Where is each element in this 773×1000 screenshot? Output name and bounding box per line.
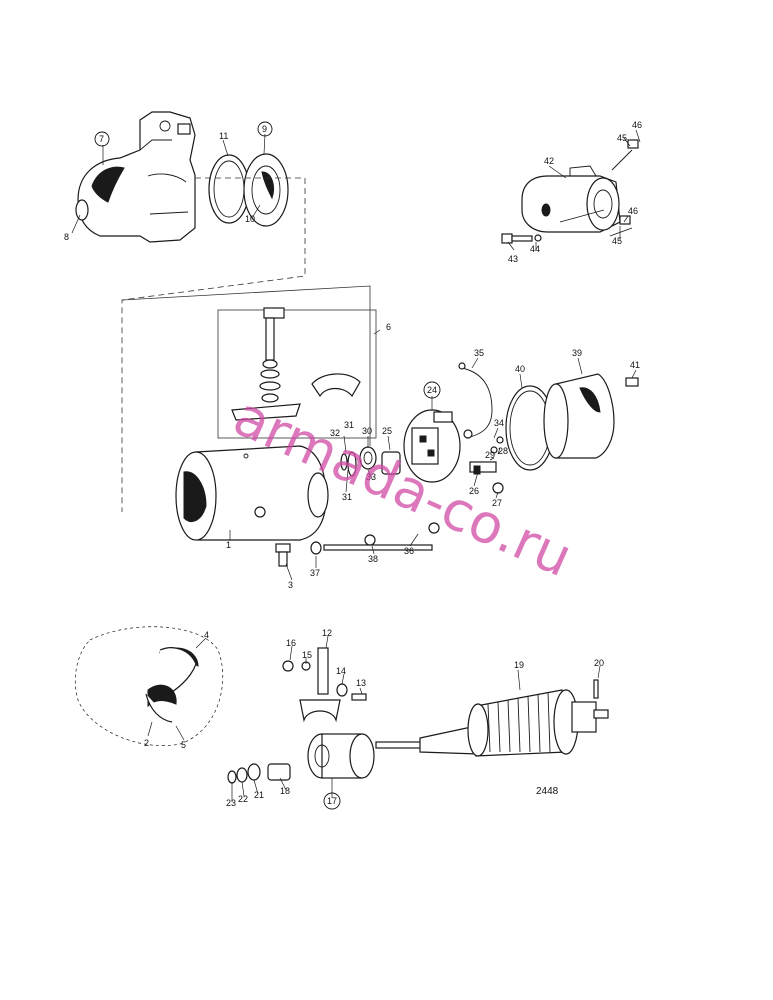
commutator-end-bushings bbox=[340, 446, 401, 477]
label-10: 10 bbox=[245, 214, 255, 224]
label-27: 27 bbox=[492, 498, 502, 508]
label-43: 43 bbox=[508, 254, 518, 264]
label-32: 32 bbox=[330, 428, 340, 438]
label-40: 40 bbox=[515, 364, 525, 374]
part-labels: 7 8 11 9 10 6 42 46 45 46 45 43 44 35 40… bbox=[64, 120, 642, 810]
gasket bbox=[208, 154, 250, 224]
label-11: 11 bbox=[219, 131, 228, 141]
solenoid-bolt bbox=[501, 233, 542, 244]
label-44: 44 bbox=[530, 244, 540, 254]
label-7: 7 bbox=[99, 134, 104, 144]
label-2: 2 bbox=[144, 738, 149, 748]
label-19: 19 bbox=[514, 660, 524, 670]
through-bolt bbox=[310, 522, 440, 555]
label-24-circle bbox=[423, 381, 441, 399]
label-16: 16 bbox=[286, 638, 296, 648]
label-28: 28 bbox=[498, 446, 508, 456]
label-14: 14 bbox=[336, 666, 346, 676]
armature bbox=[375, 689, 609, 757]
label-13: 13 bbox=[356, 678, 366, 688]
label-41: 41 bbox=[630, 360, 640, 370]
pole-screw bbox=[275, 543, 291, 567]
label-22: 22 bbox=[238, 794, 248, 804]
label-31-top: 31 bbox=[344, 420, 354, 430]
label-9: 9 bbox=[262, 124, 267, 134]
label-4: 4 bbox=[204, 630, 209, 640]
solenoid-assembly bbox=[521, 139, 639, 237]
brush-cable bbox=[461, 367, 493, 439]
label-34: 34 bbox=[494, 418, 504, 428]
label-12: 12 bbox=[322, 628, 332, 638]
field-frame bbox=[175, 445, 329, 541]
label-24: 24 bbox=[427, 385, 437, 395]
drawing-number: 2448 bbox=[536, 786, 559, 797]
label-46-bottom: 46 bbox=[628, 206, 638, 216]
label-5: 5 bbox=[181, 740, 186, 750]
label-17-circle bbox=[323, 792, 341, 810]
brush-holder-plate bbox=[403, 409, 461, 483]
label-33: 33 bbox=[366, 472, 376, 482]
label-39: 39 bbox=[572, 348, 582, 358]
label-26: 26 bbox=[469, 486, 479, 496]
armature-pin bbox=[593, 679, 599, 699]
label-30: 30 bbox=[362, 426, 372, 436]
bushing-plate bbox=[243, 153, 289, 227]
label-3: 3 bbox=[288, 580, 293, 590]
label-9-circle bbox=[257, 121, 273, 137]
pinion-stop-collar bbox=[227, 763, 291, 784]
label-45-top: 45 bbox=[617, 133, 627, 143]
label-7-circle bbox=[94, 131, 110, 147]
label-25: 25 bbox=[382, 426, 392, 436]
label-45-bottom: 45 bbox=[612, 236, 622, 246]
label-36: 36 bbox=[404, 546, 414, 556]
label-35: 35 bbox=[474, 348, 484, 358]
label-37: 37 bbox=[310, 568, 320, 578]
label-31-bottom: 31 bbox=[342, 492, 352, 502]
shift-fork bbox=[282, 647, 367, 723]
drive-end-housing bbox=[75, 111, 196, 243]
label-1: 1 bbox=[226, 540, 231, 550]
label-8: 8 bbox=[64, 232, 69, 242]
label-38: 38 bbox=[368, 554, 378, 564]
cover-band bbox=[543, 373, 615, 459]
label-20: 20 bbox=[594, 658, 604, 668]
label-46-top: 46 bbox=[632, 120, 642, 130]
label-6: 6 bbox=[386, 322, 391, 332]
label-29: 29 bbox=[485, 450, 495, 460]
label-18: 18 bbox=[280, 786, 290, 796]
label-17: 17 bbox=[327, 796, 337, 806]
label-23: 23 bbox=[226, 798, 236, 808]
terminal-stud bbox=[231, 307, 361, 421]
label-42: 42 bbox=[544, 156, 554, 166]
shift-lever-housing bbox=[74, 626, 224, 746]
brush-and-spring bbox=[469, 436, 504, 494]
drive-pinion bbox=[307, 733, 375, 779]
label-21: 21 bbox=[254, 790, 264, 800]
cover-screw bbox=[625, 377, 639, 387]
label-15: 15 bbox=[302, 650, 312, 660]
